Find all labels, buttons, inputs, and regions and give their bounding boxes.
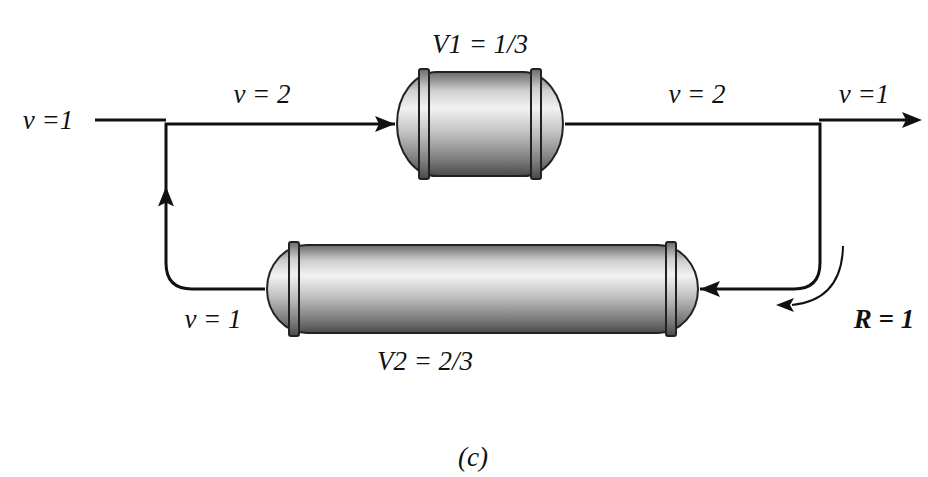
volume-label: V2 = 2/3: [374, 347, 476, 377]
vessel-flange: [289, 242, 299, 336]
reactor-vessel: V2 = 2/3: [265, 241, 700, 337]
arrowhead: [375, 116, 395, 132]
flow-label: R = 1: [851, 305, 917, 335]
flow-label: v =1: [20, 106, 76, 136]
flow-label: v =1: [836, 80, 892, 110]
vessel-flange: [419, 69, 429, 179]
arrowhead: [700, 281, 720, 297]
arrowhead: [158, 187, 174, 207]
flow-label: v = 2: [230, 80, 293, 110]
inlet-line: [95, 119, 166, 122]
reactor-vessel: V1 = 1/3: [395, 68, 565, 180]
recycle-indicator-head: [776, 298, 794, 312]
flow-label: v = 2: [665, 80, 728, 110]
vessel-flange: [666, 242, 676, 336]
vessel-body: [267, 245, 698, 333]
outlet-arrowhead: [902, 112, 922, 128]
vessel-shape: [265, 241, 700, 337]
vessel-flange: [531, 69, 541, 179]
figure-caption-letter: (c): [455, 443, 491, 473]
vessel-shape: [395, 68, 565, 180]
flow-label: v = 1: [181, 305, 244, 335]
volume-label: V1 = 1/3: [429, 30, 531, 60]
outlet-line: [819, 119, 906, 122]
